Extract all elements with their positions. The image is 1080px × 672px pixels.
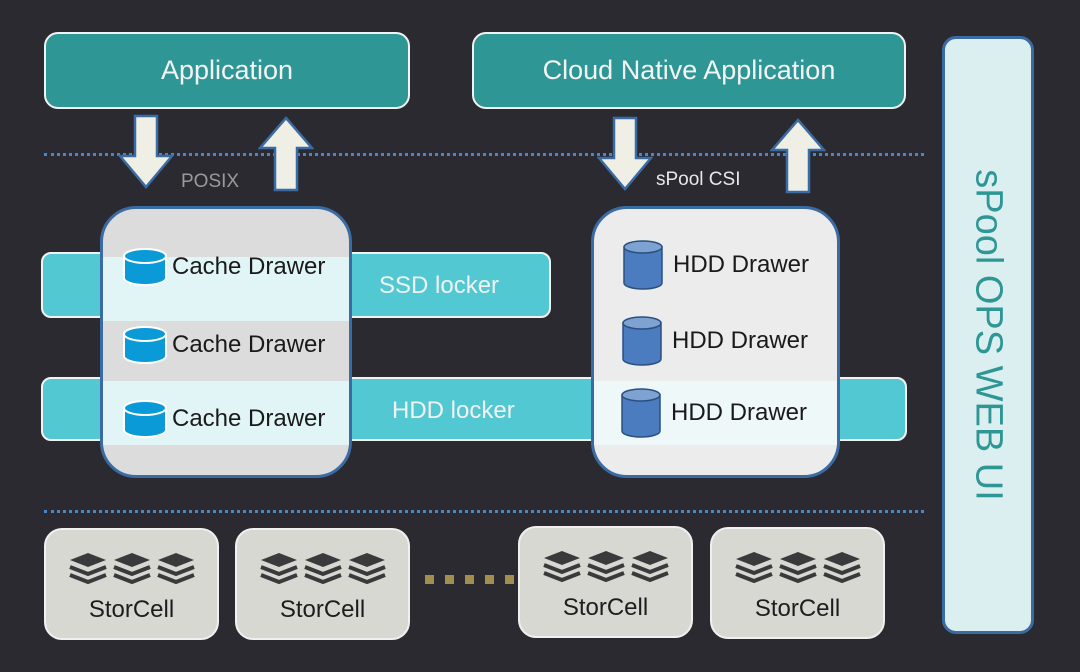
layers-stack-icon <box>586 551 625 582</box>
layers-stack-icon <box>347 553 386 584</box>
hdd-drawer-group: HDD Drawer HDD Drawer HDD Drawer <box>591 206 840 478</box>
hdd-drawer-item: HDD Drawer <box>622 239 809 291</box>
hdd-drawer-item: HDD Drawer <box>621 315 808 367</box>
storcell-label: StorCell <box>562 594 649 621</box>
ops-web-ui-label: sPool OPS WEB UI <box>967 169 1010 501</box>
cache-drawer-label: Cache Drawer <box>172 253 326 280</box>
storcell-label: StorCell <box>754 595 841 622</box>
hdd-drawer-label: HDD Drawer <box>672 327 809 354</box>
cache-drawer-item: Cache Drawer <box>121 247 325 287</box>
hdd-drawer-item: HDD Drawer <box>620 387 807 439</box>
up-arrow-icon <box>258 116 314 192</box>
ops-web-ui-panel: sPool OPS WEB UI <box>942 36 1034 634</box>
spool-csi-label: sPool CSI <box>656 169 741 190</box>
down-arrow-icon <box>597 116 653 191</box>
posix-label: POSIX <box>181 171 240 192</box>
layers-stack-icon <box>303 553 342 584</box>
down-arrow-icon <box>118 114 174 189</box>
database-cylinder-icon <box>123 400 167 438</box>
hdd-locker-label: HDD locker <box>392 397 515 424</box>
database-cylinder-icon <box>123 326 167 364</box>
cache-drawer-item: Cache Drawer <box>121 325 325 365</box>
layers-stack-icon <box>156 553 195 584</box>
hdd-drawer-label: HDD Drawer <box>673 251 810 278</box>
storcell: StorCell <box>518 526 693 638</box>
layers-stack-icon <box>112 553 151 584</box>
top-divider <box>44 153 924 156</box>
bottom-divider <box>44 510 924 513</box>
cloud-native-application-label: Cloud Native Application <box>542 55 836 85</box>
database-cylinder-icon <box>622 316 662 366</box>
storcell: StorCell <box>710 527 885 639</box>
cache-drawer-group: Cache Drawer Cache Drawer Cache Drawer <box>100 206 352 478</box>
application-box: Application <box>44 32 410 109</box>
cache-drawer-item: Cache Drawer <box>121 399 325 439</box>
ssd-locker-label: SSD locker <box>379 272 500 299</box>
database-cylinder-icon <box>123 248 167 286</box>
database-cylinder-icon <box>623 240 663 290</box>
database-cylinder-icon <box>621 388 661 438</box>
hdd-drawer-label: HDD Drawer <box>671 399 808 426</box>
layers-stack-icon <box>259 553 298 584</box>
storcell-label: StorCell <box>279 596 366 623</box>
application-label: Application <box>160 55 294 85</box>
ellipsis-indicator <box>425 575 514 584</box>
cache-drawer-label: Cache Drawer <box>172 331 326 358</box>
layers-stack-icon <box>822 552 861 583</box>
cache-drawer-label: Cache Drawer <box>172 405 326 432</box>
storcell: StorCell <box>44 528 219 640</box>
cloud-native-application-box: Cloud Native Application <box>472 32 906 109</box>
layers-stack-icon <box>734 552 773 583</box>
layers-stack-icon <box>542 551 581 582</box>
storcell-label: StorCell <box>88 596 175 623</box>
up-arrow-icon <box>770 118 826 194</box>
storcell: StorCell <box>235 528 410 640</box>
layers-stack-icon <box>630 551 669 582</box>
layers-stack-icon <box>778 552 817 583</box>
layers-stack-icon <box>68 553 107 584</box>
